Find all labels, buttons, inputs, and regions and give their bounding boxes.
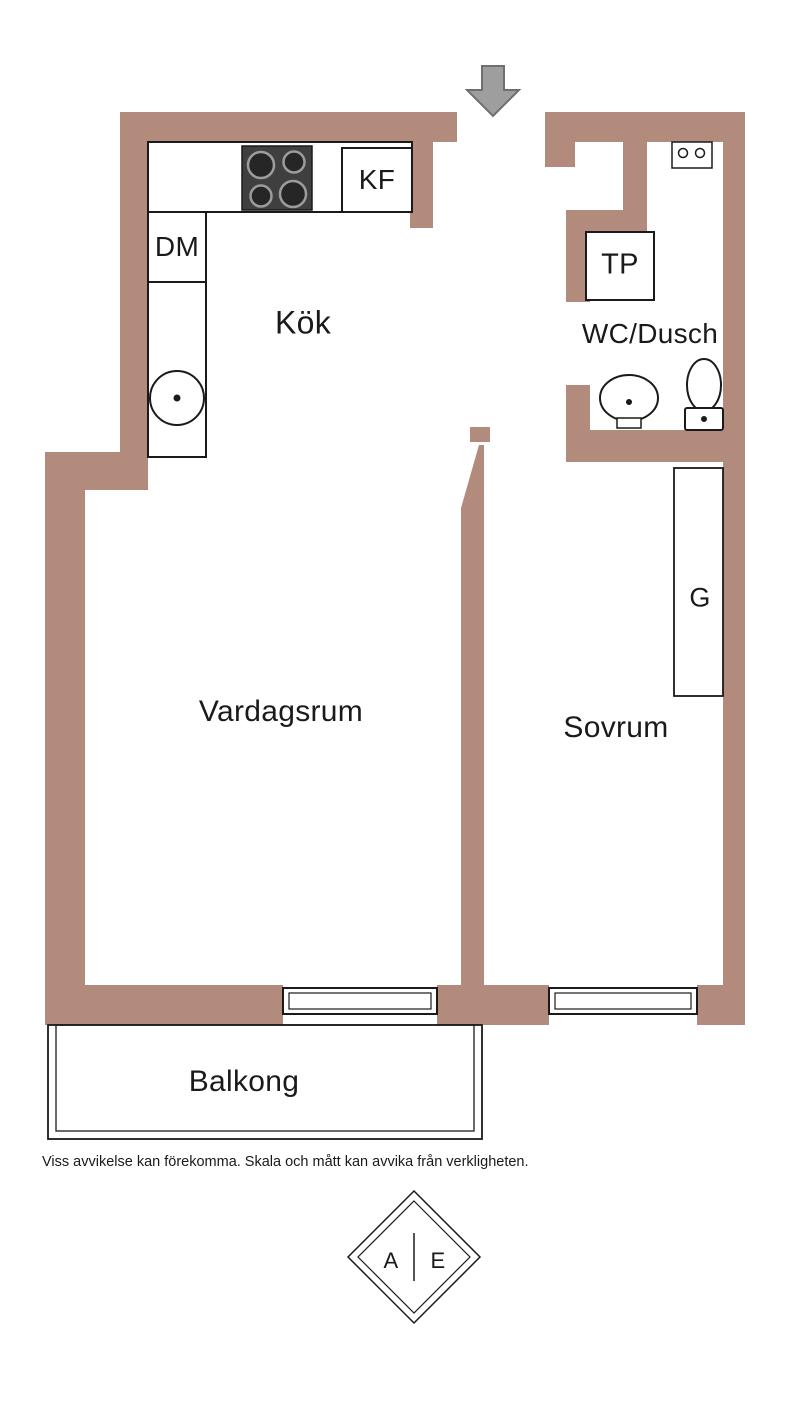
bedroom-label: Sovrum — [563, 711, 669, 744]
drying-cabinet-label: TP — [601, 248, 639, 281]
fridge-freezer-label: KF — [358, 164, 396, 195]
bathroom-label: WC/Dusch — [581, 318, 719, 349]
wardrobe-label: G — [689, 582, 711, 613]
kitchen-label: Kök — [274, 304, 332, 341]
toilet-icon — [684, 358, 724, 431]
balcony-outline — [47, 1024, 483, 1140]
balcony-label: Balkong — [188, 1065, 300, 1098]
drying-cabinet-box — [585, 231, 655, 301]
wall-top-right — [545, 112, 745, 142]
washbasin-icon — [599, 374, 659, 429]
window-living-room — [282, 987, 438, 1015]
walls — [45, 112, 745, 1025]
wall-divider — [461, 445, 484, 985]
wall-tp-top — [566, 210, 647, 232]
kitchen-sink-icon — [148, 370, 205, 426]
compass-letter-a: A — [383, 1248, 399, 1273]
wall-right-exterior — [723, 112, 745, 1025]
wall-divider-cap — [470, 427, 490, 442]
living-room-label: Vardagsrum — [198, 695, 364, 728]
wall-bottom-2 — [437, 985, 549, 1025]
mixer-icon — [671, 141, 713, 169]
wall-left-exterior — [45, 490, 85, 1025]
compass-rose — [346, 1189, 482, 1325]
disclaimer-text: Viss avvikelse kan förekomma. Skala och … — [42, 1154, 529, 1170]
wall-wc-bottom — [566, 430, 745, 462]
dishwasher-label: DM — [154, 231, 200, 262]
wall-bottom-3 — [697, 985, 745, 1025]
wall-top-left — [120, 112, 457, 142]
wall-stub-kitchen — [410, 142, 433, 228]
stove-icon — [241, 145, 313, 211]
wall-stub-entrance — [545, 142, 575, 167]
fridge-freezer-box — [341, 147, 413, 213]
dishwasher-box — [147, 211, 207, 283]
window-bedroom — [548, 987, 698, 1015]
compass-letter-e: E — [430, 1248, 446, 1273]
wardrobe-box — [673, 467, 724, 697]
counter-left — [147, 281, 207, 458]
wall-bottom-1 — [45, 985, 283, 1025]
entrance-arrow-icon — [464, 65, 522, 118]
wall-step — [45, 452, 148, 490]
wall-kitchen-left — [120, 112, 148, 452]
